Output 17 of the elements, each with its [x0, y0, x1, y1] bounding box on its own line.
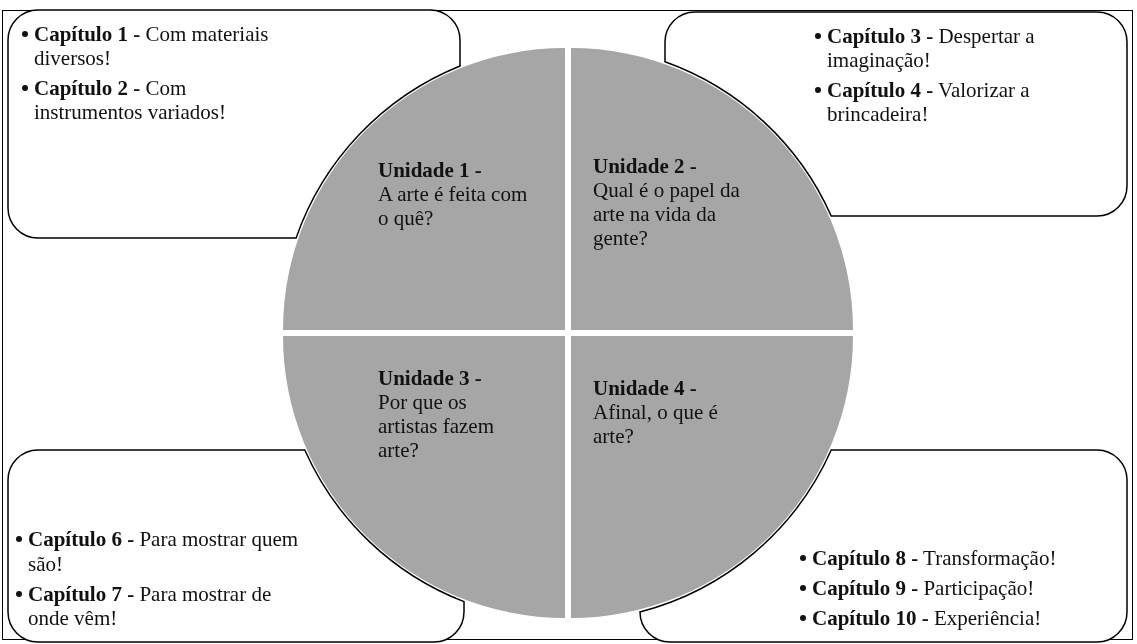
chapter-item: Capítulo 1 - Com materiais diversos! — [34, 22, 270, 71]
chapter-item: Capítulo 8 - Transformação! — [812, 545, 1057, 570]
unit-heading: Unidade 4 - — [593, 376, 698, 401]
chapter-item: Capítulo 10 - Experiência! — [812, 605, 1042, 630]
unit-question: Por que os artistas fazem arte? — [378, 390, 496, 463]
unit-question: A arte é feita com o quê? — [378, 182, 529, 231]
unit-heading: Unidade 1 - — [378, 158, 483, 183]
unit-question: Afinal, o que é arte? — [593, 400, 719, 449]
chapter-item: Capítulo 3 - Despertar a imaginação! — [827, 24, 1036, 73]
unit-heading: Unidade 2 - — [593, 154, 698, 179]
chapter-item: Capítulo 7 - Para mostrar de onde vêm! — [28, 581, 273, 630]
chapter-item: Capítulo 6 - Para mostrar quem são! — [28, 527, 300, 576]
unit-question: Qual é o papel da arte na vida da gente? — [593, 178, 741, 251]
chapter-item: Capítulo 2 - Com instrumentos variados! — [34, 76, 227, 125]
chapter-item: Capítulo 4 - Valorizar a brincadeira! — [827, 78, 1031, 127]
unit-heading: Unidade 3 - — [378, 366, 483, 391]
chapter-item: Capítulo 9 - Participação! — [812, 575, 1035, 600]
